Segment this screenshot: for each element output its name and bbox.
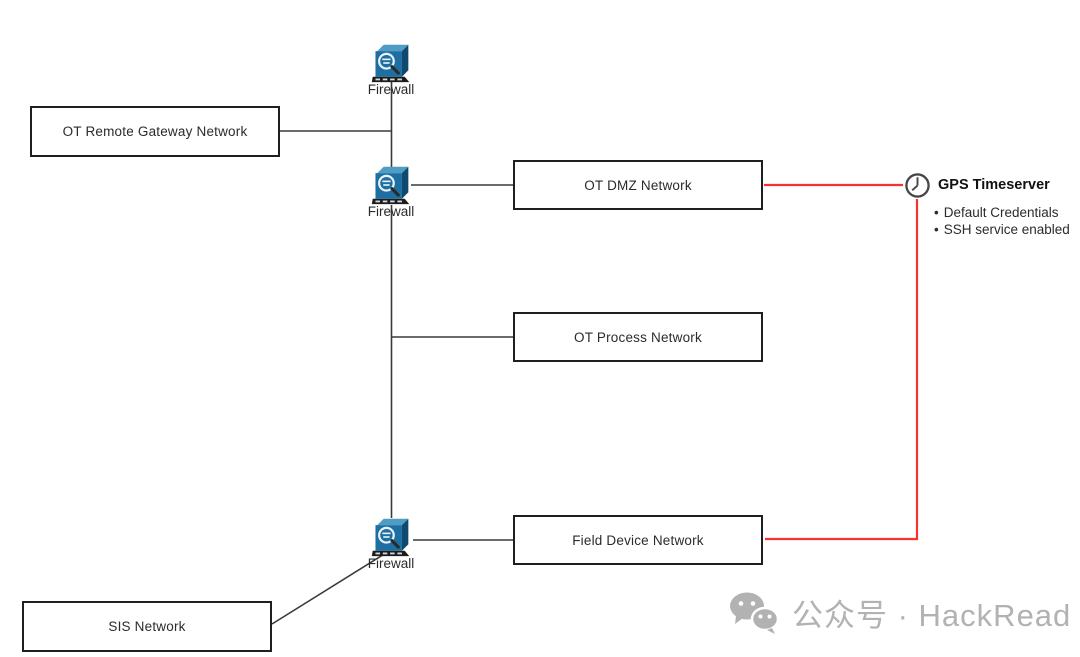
- edge-sis-fw3: [271, 552, 387, 625]
- node-label: OT DMZ Network: [584, 177, 692, 193]
- firewall-icon: [371, 518, 410, 557]
- firewall-label: Firewall: [367, 204, 415, 219]
- node-label: SIS Network: [108, 619, 186, 634]
- node-label: Field Device Network: [572, 532, 704, 548]
- timeserver-title: GPS Timeserver: [938, 177, 1050, 193]
- edge-timeserver-fielddevice-red: [765, 199, 919, 541]
- watermark-text: 公众号 · HackRead: [792, 598, 1072, 633]
- firewall-icon: [371, 166, 410, 205]
- node-ot-dmz-network: OT DMZ Network: [513, 160, 763, 210]
- node-label: OT Process Network: [574, 329, 702, 345]
- firewall-node-bottom: Firewall: [361, 516, 421, 571]
- bullet: •: [934, 222, 939, 237]
- gps-timeserver: GPS Timeserver • Default Credentials • SSH…: [904, 172, 1070, 237]
- firewall-icon: [371, 44, 410, 83]
- firewall-node-middle: Firewall: [361, 164, 421, 219]
- timeserver-note-text: Default Credentials: [943, 205, 1059, 220]
- firewall-node-top: Firewall: [361, 42, 421, 97]
- firewall-label: Firewall: [367, 556, 415, 571]
- timeserver-note-text: SSH service enabled: [943, 222, 1070, 237]
- timeserver-note: • SSH service enabled: [934, 221, 1070, 238]
- node-sis-network: SIS Network: [22, 601, 272, 652]
- bullet: •: [934, 205, 939, 220]
- watermark: 公众号 · HackRead: [728, 590, 1071, 635]
- wechat-icon: [730, 592, 780, 634]
- node-label: OT Remote Gateway Network: [62, 124, 248, 139]
- firewall-label: Firewall: [367, 82, 415, 97]
- timeserver-note: • Default Credentials: [934, 204, 1070, 221]
- timeserver-notes: • Default Credentials • SSH service enable…: [934, 204, 1070, 238]
- clock-icon: [905, 173, 930, 198]
- node-ot-remote-gateway-network: OT Remote Gateway Network: [30, 106, 280, 157]
- node-ot-process-network: OT Process Network: [513, 312, 763, 362]
- node-field-device-network: Field Device Network: [513, 515, 763, 565]
